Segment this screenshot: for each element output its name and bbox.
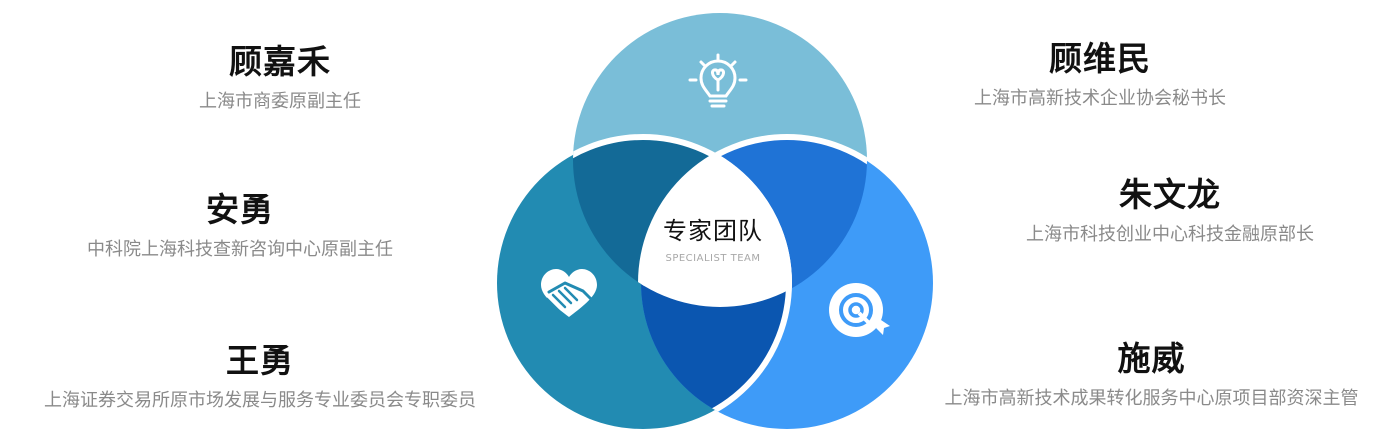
expert-name: 顾嘉禾 — [229, 42, 331, 81]
expert-title: 中科院上海科技查新咨询中心原副主任 — [87, 239, 393, 260]
expert-title: 上海证券交易所原市场发展与服务专业委员会专职委员 — [44, 390, 476, 411]
expert-title: 上海市高新技术成果转化服务中心原项目部资深主管 — [944, 388, 1359, 409]
expert-title: 上海市高新技术企业协会秘书长 — [974, 88, 1226, 109]
lightbulb-icon — [688, 53, 748, 108]
expert-card-gu-weimin: 顾维民 上海市高新技术企业协会秘书长 — [930, 39, 1270, 111]
expert-card-an-yong: 安勇 中科院上海科技查新咨询中心原副主任 — [40, 190, 440, 262]
expert-title: 上海市科技创业中心科技金融原部长 — [1026, 224, 1314, 245]
expert-name: 施威 — [1117, 339, 1186, 378]
expert-name: 王勇 — [226, 341, 294, 380]
expert-title: 上海市商委原副主任 — [199, 91, 361, 112]
expert-card-gu-jiahe: 顾嘉禾 上海市商委原副主任 — [140, 42, 420, 114]
expert-name: 顾维民 — [1049, 39, 1151, 78]
center-subtitle: SPECIALIST TEAM — [665, 253, 761, 264]
center-title: 专家团队 — [663, 217, 763, 245]
venn-center-label: 专家团队 SPECIALIST TEAM — [640, 216, 786, 266]
expert-name: 安勇 — [206, 190, 274, 229]
expert-card-shi-wei: 施威 上海市高新技术成果转化服务中心原项目部资深主管 — [910, 339, 1393, 411]
target-icon — [829, 283, 890, 337]
heart-handshake-icon — [541, 269, 597, 317]
expert-name: 朱文龙 — [1119, 175, 1221, 214]
expert-card-wang-yong: 王勇 上海证券交易所原市场发展与服务专业委员会专职委员 — [0, 341, 520, 413]
expert-card-zhu-wenlong: 朱文龙 上海市科技创业中心科技金融原部长 — [970, 175, 1370, 247]
